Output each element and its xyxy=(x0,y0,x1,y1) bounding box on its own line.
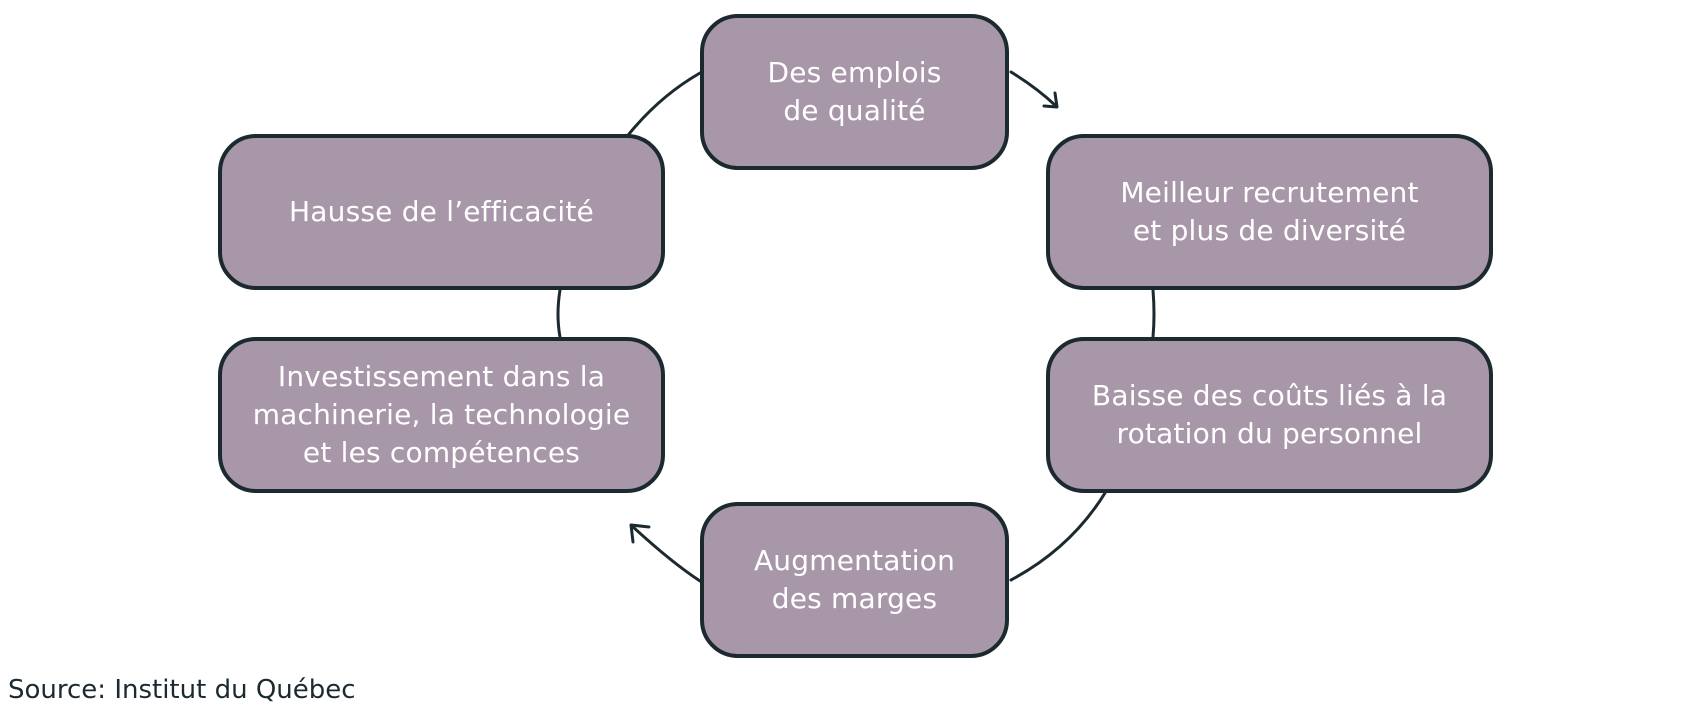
node-label: Meilleur recrutement et plus de diversit… xyxy=(1120,176,1419,247)
connector-recruitment-to-turnover xyxy=(1151,288,1156,339)
node-label: Hausse de l’efficacité xyxy=(289,195,594,228)
node-investment: Investissement dans la machinerie, la te… xyxy=(218,337,665,493)
connector-margins-to-investment xyxy=(630,524,702,583)
node-turnover-costs: Baisse des coûts liés à la rotation du p… xyxy=(1046,337,1493,493)
node-label: Baisse des coûts liés à la rotation du p… xyxy=(1091,379,1448,450)
node-quality-jobs: Des emplois de qualité xyxy=(700,14,1009,170)
connector-investment-to-efficiency xyxy=(556,288,562,339)
node-recruitment: Meilleur recrutement et plus de diversit… xyxy=(1046,134,1493,290)
source-note: Source: Institut du Québec xyxy=(8,675,356,705)
node-margins: Augmentation des marges xyxy=(700,502,1009,658)
connector-turnover-to-margins xyxy=(1009,491,1107,582)
node-label: Des emplois de qualité xyxy=(767,56,942,127)
connector-efficiency-to-quality xyxy=(627,71,702,136)
node-label: Investissement dans la machinerie, la te… xyxy=(252,360,631,469)
arrowhead-quality-to-recruitment xyxy=(1042,91,1059,109)
node-efficiency: Hausse de l’efficacité xyxy=(218,134,665,290)
node-label: Augmentation des marges xyxy=(753,544,956,615)
connector-quality-to-recruitment xyxy=(1009,70,1058,108)
arrowhead-margins-to-investment xyxy=(629,523,651,544)
